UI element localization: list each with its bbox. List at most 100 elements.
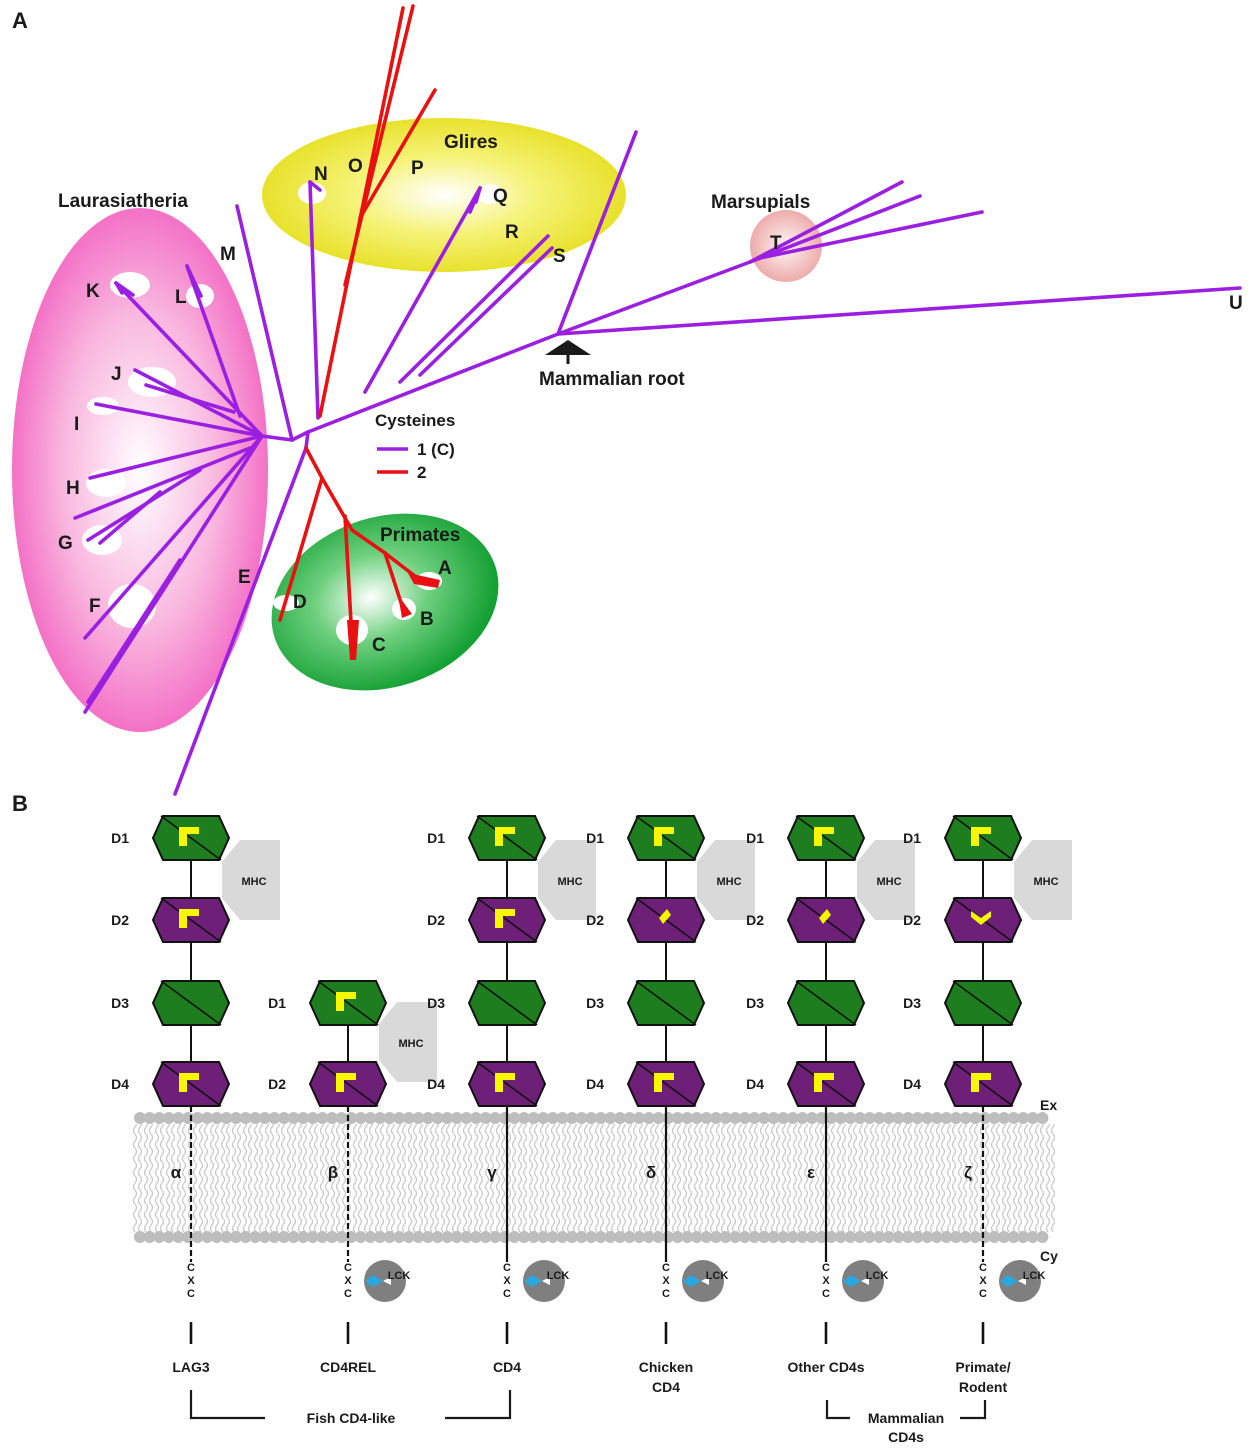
lipid-head [642,1112,655,1124]
cxc-letter: C [344,1288,352,1300]
lipid-head [710,1231,722,1243]
lipid-head [671,1112,684,1124]
lipid-head [143,1112,156,1124]
motif-chevron [971,1073,991,1092]
purple-branches [73,130,1242,796]
lipid-head [930,1231,943,1243]
fish-bracket-left [189,1390,265,1420]
domain-d1 [786,815,866,861]
domain-label: D4 [903,1076,921,1092]
motif-chevron [336,992,356,1011]
domain-label: D4 [746,1076,764,1092]
cxc-letter: C [503,1288,511,1300]
mammalian-root-label: Mammalian root [539,369,685,390]
lipid-head [489,1112,502,1124]
lipid-head [921,1112,934,1124]
lipid-head [1017,1231,1030,1243]
lipid-head [412,1231,425,1243]
domain-label: D1 [111,830,129,846]
lipid-head [892,1231,905,1243]
lipid-head [604,1112,617,1124]
lipid-head [402,1231,415,1243]
tip-label-s: S [553,246,566,267]
lipid-head [748,1231,761,1243]
domain-d1 [308,980,388,1026]
lipid-head [585,1112,598,1124]
protein-name: Other CD4s [787,1359,864,1375]
domain-d4 [626,1061,706,1107]
greek-label: β [328,1163,338,1182]
membrane-cy-label: Cy [1040,1248,1058,1264]
domain-label: D2 [746,912,764,928]
lipid-head [364,1112,377,1124]
lipid-head [690,1112,703,1124]
membrane-bilayer [132,1112,1056,1243]
lipid-head [978,1112,991,1124]
domain-diagonal [795,1061,857,1107]
domain-label: D1 [746,830,764,846]
lck-label: LCK [866,1270,889,1282]
lck-notch [861,1277,869,1285]
lipid-head [431,1231,444,1243]
lipid-head [1007,1231,1020,1243]
motif-chevron [654,1073,674,1092]
mhc-label: MHC [716,876,741,888]
mhc-molecule: MHC [697,840,755,920]
domain-label: D4 [427,1076,445,1092]
lipid-head [172,1112,185,1124]
domain-d4 [943,1061,1023,1107]
tip-label-l: L [175,287,187,308]
domain-d2 [786,897,866,943]
lipid-head [287,1231,300,1243]
lck-tip [683,1275,701,1287]
lipid-head [566,1231,578,1243]
domain-d1 [467,815,547,861]
lipid-head [278,1231,290,1243]
clade-glires-label: Glires [444,132,498,153]
lipid-head [758,1112,770,1124]
lipid-head [393,1112,406,1124]
domain-d1 [626,815,706,861]
tip-label-f: F [89,596,101,617]
domain-label: D2 [903,912,921,928]
lipid-head [326,1112,338,1124]
lck-label: LCK [706,1270,729,1282]
lipid-head [940,1231,953,1243]
lipid-head [230,1231,242,1243]
lipid-head [825,1231,838,1243]
lipid-head [854,1231,866,1243]
lipid-head [681,1231,694,1243]
mammalian-root-arrow [545,340,591,364]
tip-label-a: A [438,558,452,579]
domain-label: D4 [111,1076,129,1092]
lipid-head [162,1231,175,1243]
lipid-head [681,1112,694,1124]
lipid-head [633,1112,646,1124]
domain-d4 [467,1061,547,1107]
tip-label-q: Q [493,186,508,207]
cxc-letter: C [662,1288,670,1300]
domain-d4 [786,1061,866,1107]
group-brackets [189,1390,987,1420]
lipid-head [921,1231,934,1243]
lipid-head [508,1231,521,1243]
tip-label-e: E [238,567,251,588]
domain-d1 [943,815,1023,861]
cxc-letter: X [344,1275,352,1287]
cxc-letter: C [979,1288,987,1300]
tip-label-u: U [1229,293,1243,314]
domain-diagonal [952,815,1014,861]
cxc-letter: C [187,1288,195,1300]
motif-chevron [495,909,515,928]
lck-tip [843,1275,861,1287]
greek-label: α [171,1163,182,1182]
lipid-head [306,1231,319,1243]
lipid-head [479,1231,492,1243]
lipid-head [249,1231,262,1243]
lipid-head [220,1231,233,1243]
protein-name: CD4 [493,1359,521,1375]
lipid-head [844,1112,857,1124]
